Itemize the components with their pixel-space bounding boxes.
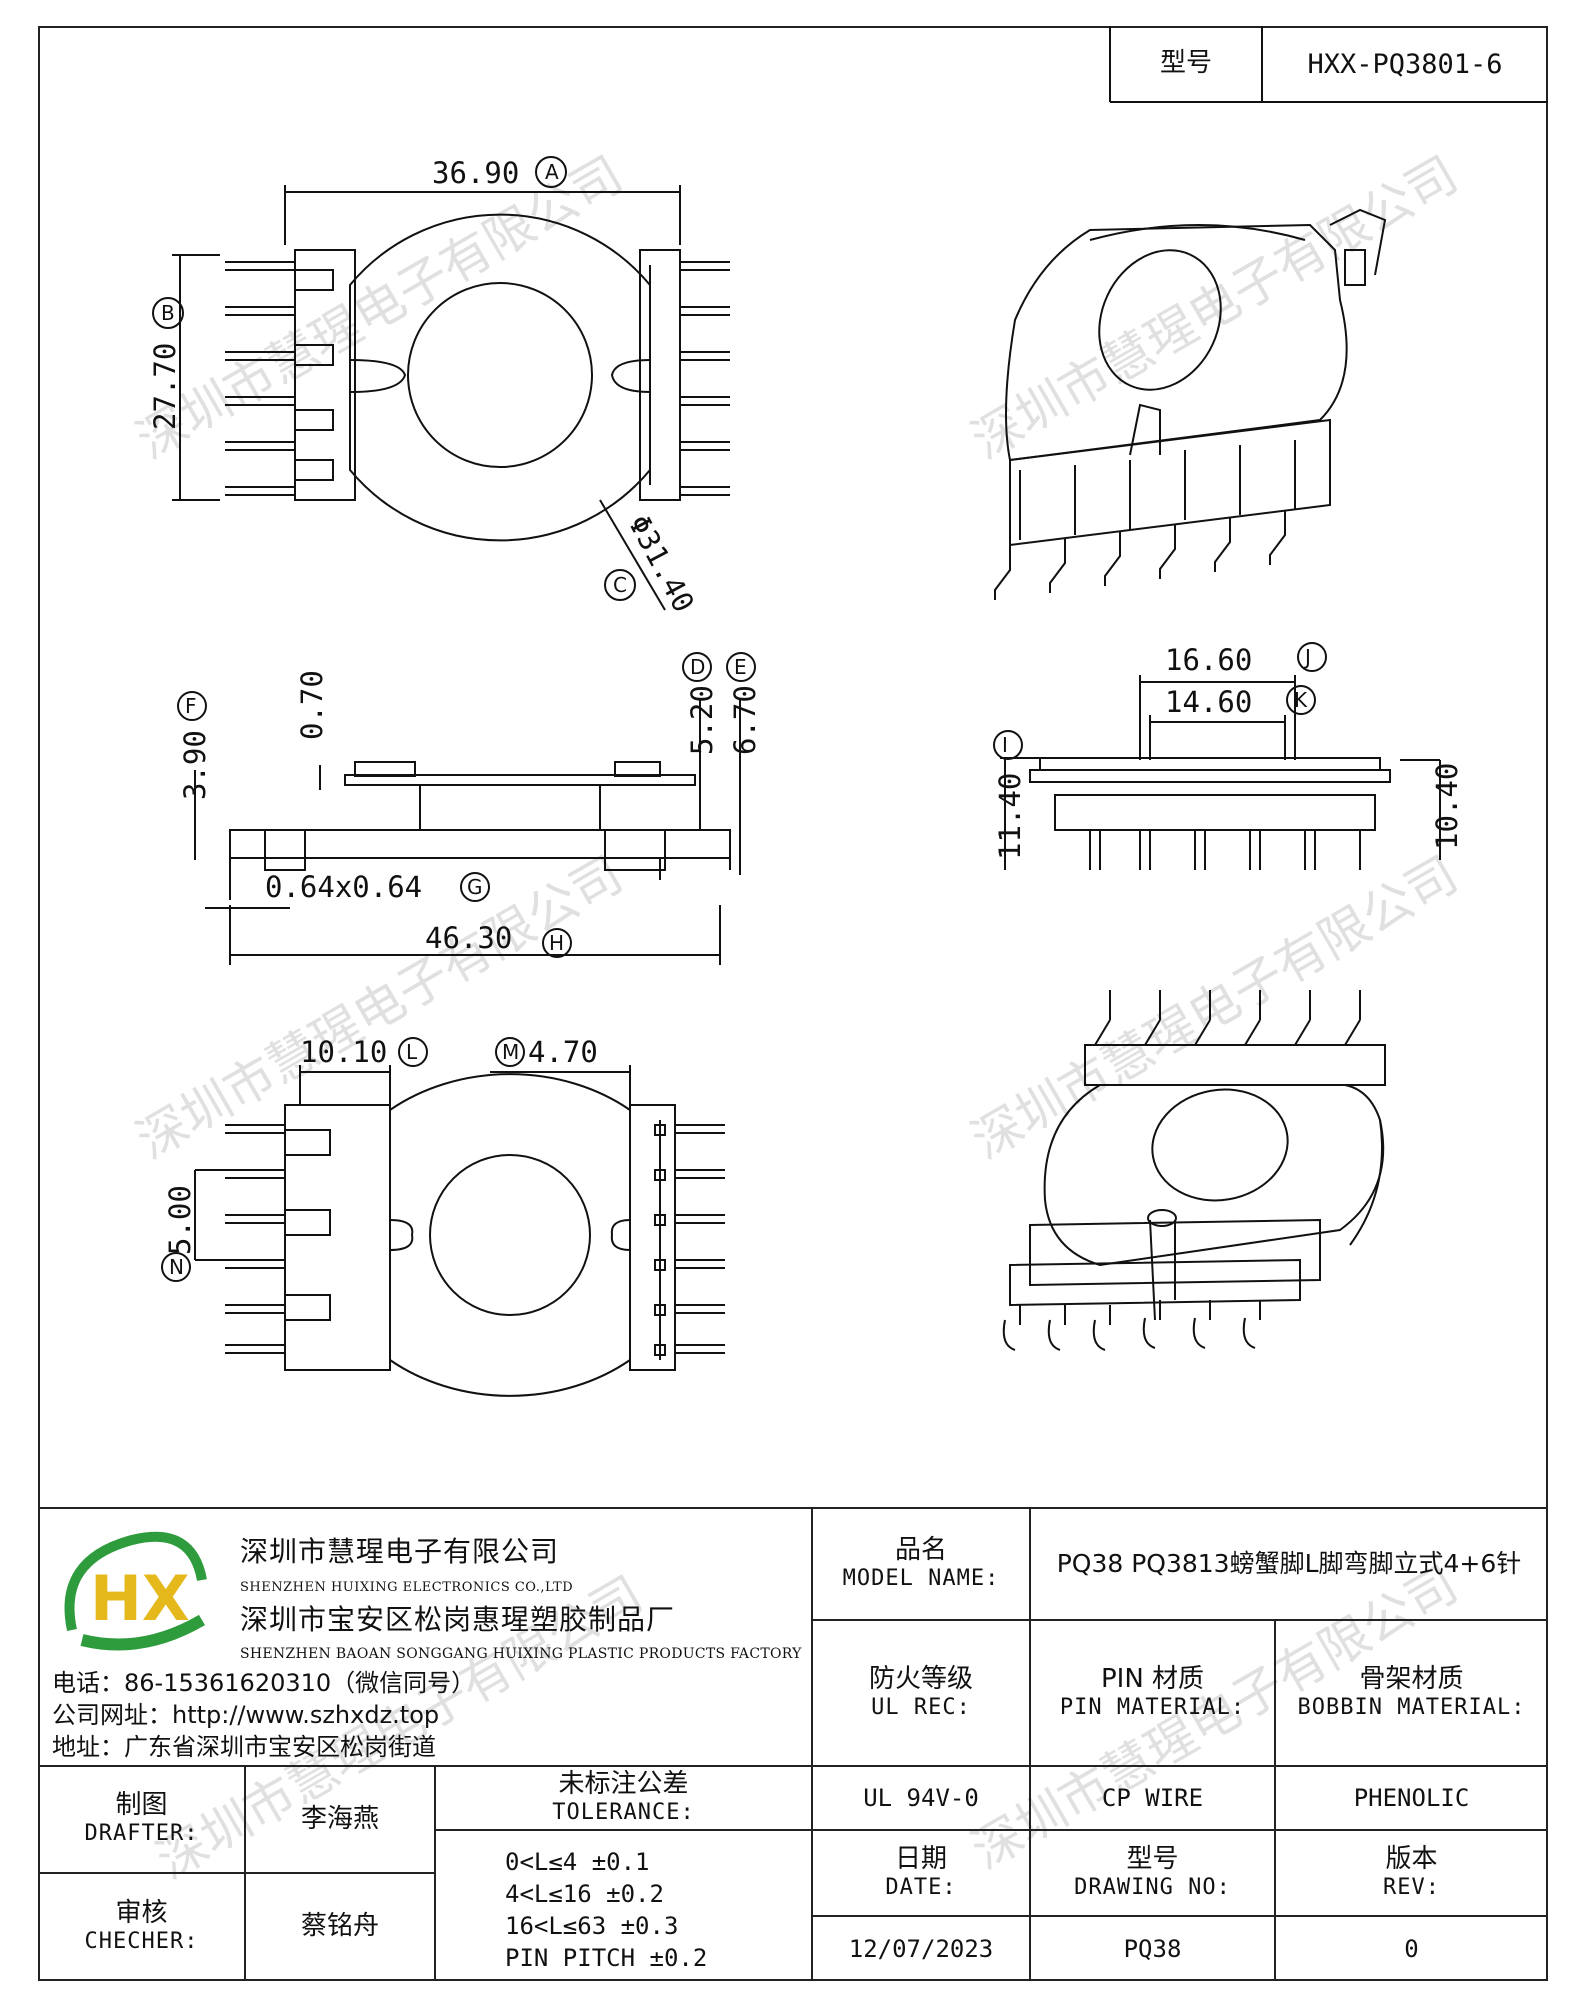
- rev-label-cn: 版本: [1385, 1843, 1438, 1874]
- front-view: [993, 642, 1441, 870]
- dim-d-value: 5.20: [685, 685, 719, 755]
- pin-material-label: PIN 材质 PIN MATERIAL:: [1030, 1620, 1275, 1766]
- company-phone: 电话：86-15361620310（微信同号）: [52, 1669, 476, 1697]
- drafter-label-en: DRAFTER:: [84, 1821, 199, 1847]
- dim-i-value: 11.40: [993, 773, 1027, 860]
- bottom-view: [161, 1037, 725, 1397]
- dim-i-marker: I: [1002, 733, 1008, 757]
- tolerance-line-2: 4<L≤16 ±0.2: [505, 1880, 664, 1908]
- drawing-no-label-cn: 型号: [1126, 1843, 1179, 1874]
- model-value: HXX-PQ3801-6: [1307, 48, 1503, 80]
- date-label-cn: 日期: [894, 1843, 947, 1874]
- dim-e-value: 6.70: [728, 685, 762, 755]
- dim-c-marker: C: [613, 573, 627, 597]
- dim-j-value: 16.60: [1165, 643, 1252, 677]
- checker-label-en: CHECHER:: [84, 1928, 199, 1954]
- iso-view-bottom: [1002, 990, 1386, 1351]
- dim-b-value: 27.70: [148, 343, 182, 430]
- drawing-no-label: 型号 DRAWING NO:: [1030, 1830, 1275, 1916]
- checker-value: 蔡铭舟: [300, 1911, 379, 1942]
- dim-m-marker: M: [502, 1040, 519, 1064]
- drafter-value: 李海燕: [300, 1803, 379, 1834]
- product-name-label: 品名 MODEL NAME:: [812, 1508, 1030, 1620]
- company-website[interactable]: 公司网址：http://www.szhxdz.top: [52, 1701, 440, 1729]
- dim-side-top-value: 0.70: [295, 670, 329, 740]
- tolerance-label-en: TOLERANCE:: [552, 1799, 695, 1825]
- model-label: 型号: [1159, 48, 1212, 79]
- rev-label-en: REV:: [1383, 1874, 1440, 1900]
- company-name-cn: 深圳市慧瑆电子有限公司: [240, 1535, 560, 1568]
- factory-name-cn: 深圳市宝安区松岗惠瑆塑胶制品厂: [240, 1603, 676, 1636]
- drafter-label-cn: 制图: [115, 1790, 168, 1821]
- dim-f-value: 3.90: [178, 730, 212, 800]
- iso-view-top: [994, 208, 1387, 600]
- fire-rating-label: 防火等级 UL REC:: [812, 1620, 1030, 1766]
- dim-l-value: 10.10: [300, 1035, 387, 1069]
- dim-m-value: 4.70: [528, 1035, 598, 1069]
- logo-text: HX: [90, 1562, 190, 1635]
- dim-a-marker: A: [545, 160, 559, 184]
- top-view: [152, 156, 730, 611]
- dim-g-marker: G: [467, 875, 483, 899]
- pin-material-value: CP WIRE: [1101, 1784, 1204, 1812]
- company-logo: HX: [52, 1520, 212, 1660]
- pin-material-label-en: PIN MATERIAL:: [1059, 1694, 1246, 1720]
- factory-name-en: SHENZHEN BAOAN SONGGANG HUIXING PLASTIC …: [240, 1646, 802, 1662]
- dim-h-marker: H: [549, 931, 564, 955]
- product-name-label-en: MODEL NAME:: [842, 1565, 1000, 1591]
- company-address: 地址：广东省深圳市宝安区松岗街道: [52, 1733, 436, 1761]
- company-name-en: SHENZHEN HUIXING ELECTRONICS CO.,LTD: [240, 1580, 574, 1595]
- dim-j-marker: J: [1303, 645, 1311, 669]
- checker-label-cn: 审核: [115, 1897, 168, 1928]
- date-label-en: DATE:: [885, 1874, 957, 1900]
- date-label: 日期 DATE:: [812, 1830, 1030, 1916]
- fire-label-cn: 防火等级: [868, 1663, 973, 1694]
- drawing-frame: [38, 26, 1548, 1981]
- drafter-label: 制图 DRAFTER:: [38, 1766, 245, 1873]
- bobbin-material-label: 骨架材质 BOBBIN MATERIAL:: [1275, 1620, 1548, 1766]
- side-view: [177, 652, 756, 965]
- drawing-no-value: PQ38: [1123, 1934, 1182, 1963]
- dim-h-value: 46.30: [425, 921, 512, 955]
- dim-b-marker: B: [161, 301, 175, 325]
- fire-label-en: UL REC:: [871, 1694, 971, 1720]
- tolerance-line-3: 16<L≤63 ±0.3: [505, 1912, 679, 1940]
- dim-c-value: Φ31.40: [622, 509, 701, 617]
- dim-f-marker: F: [185, 694, 197, 718]
- watermark-2: 深圳市慧瑆电子有限公司: [962, 145, 1467, 470]
- tolerance-line-4: PIN PITCH ±0.2: [505, 1944, 708, 1972]
- product-name-label-cn: 品名: [894, 1534, 947, 1565]
- rev-value: 0: [1404, 1934, 1419, 1963]
- bobbin-material-value: PHENOLIC: [1353, 1784, 1470, 1812]
- bobbin-material-label-cn: 骨架材质: [1359, 1663, 1464, 1694]
- watermark-4: 深圳市慧瑆电子有限公司: [962, 845, 1467, 1170]
- checker-label: 审核 CHECHER:: [38, 1873, 245, 1981]
- dim-n-marker: N: [169, 1255, 184, 1279]
- dim-d-marker: D: [690, 655, 705, 679]
- product-name-value: PQ38 PQ3813螃蟹脚L脚弯脚立式4+6针: [1056, 1549, 1522, 1578]
- watermark-1: 深圳市慧瑆电子有限公司: [127, 145, 632, 470]
- dim-e-marker: E: [734, 655, 747, 679]
- drawing-no-label-en: DRAWING NO:: [1074, 1874, 1231, 1900]
- tolerance-label: 未标注公差 TOLERANCE:: [435, 1766, 812, 1830]
- tolerance-line-1: 0<L≤4 ±0.1: [505, 1848, 650, 1876]
- dim-k-value: 14.60: [1165, 685, 1252, 719]
- pin-material-label-cn: PIN 材质: [1100, 1663, 1205, 1694]
- dim-l-marker: L: [406, 1040, 418, 1064]
- dim-k-marker: K: [1294, 688, 1308, 712]
- dim-n-value: 5.00: [163, 1185, 197, 1255]
- date-value: 12/07/2023: [848, 1934, 994, 1963]
- tolerance-label-cn: 未标注公差: [558, 1768, 689, 1799]
- dim-g-value: 0.64x0.64: [265, 870, 422, 904]
- title-block-grid: [38, 1507, 1548, 1981]
- dim-side-right-value: 10.40: [1430, 763, 1464, 850]
- tolerance-table: 0<L≤4 ±0.1 4<L≤16 ±0.2 16<L≤63 ±0.3 PIN …: [505, 1846, 805, 1974]
- dim-a-value: 36.90: [432, 156, 519, 190]
- rev-label: 版本 REV:: [1275, 1830, 1548, 1916]
- bobbin-material-label-en: BOBBIN MATERIAL:: [1297, 1694, 1526, 1720]
- fire-rating-value: UL 94V-0: [863, 1784, 979, 1812]
